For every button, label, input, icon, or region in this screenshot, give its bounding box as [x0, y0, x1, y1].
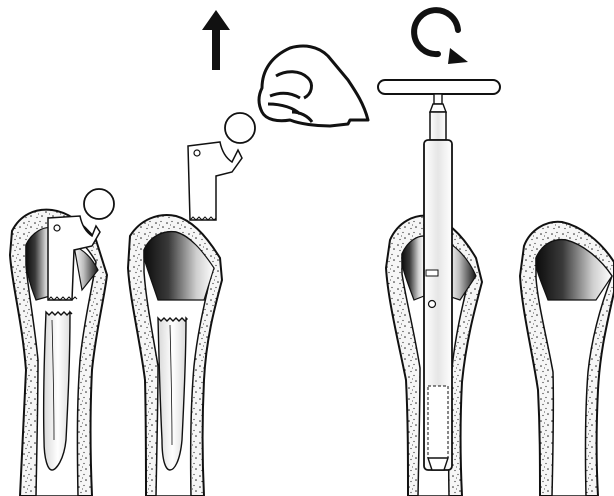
extracted-head: [225, 113, 255, 143]
hand-grip-icon: [259, 46, 368, 126]
arrow-up-icon: [202, 10, 230, 70]
panel-stem-in-situ: [10, 189, 114, 496]
panel-extraction-tool: [378, 10, 500, 496]
panel-stem-removed: [128, 10, 368, 496]
rotate-clockwise-icon: [414, 10, 468, 64]
extracted-stem-fragment: [188, 113, 255, 220]
extraction-shaft: [424, 94, 452, 470]
stem-hole: [54, 225, 60, 231]
t-handle-bar[interactable]: [378, 80, 500, 94]
femoral-head: [84, 189, 114, 219]
panel-empty-canal: [520, 222, 614, 496]
